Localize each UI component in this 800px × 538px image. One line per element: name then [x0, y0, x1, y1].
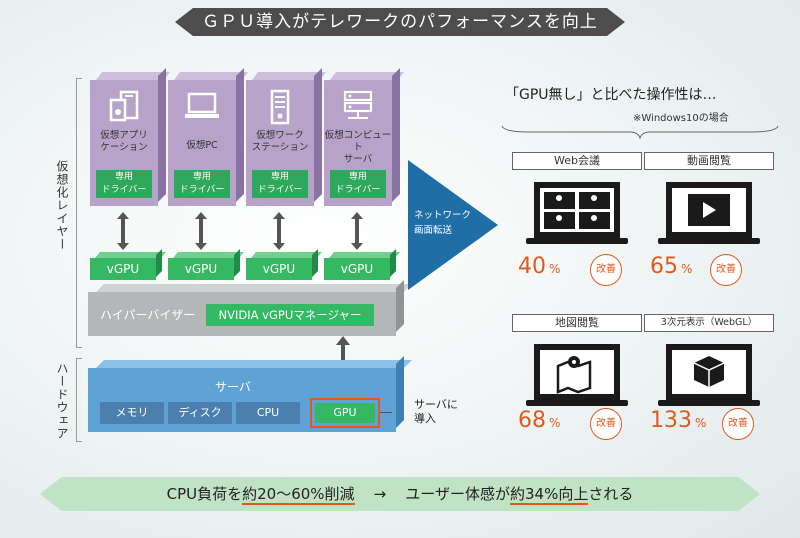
disk-box: ディスク [168, 402, 232, 424]
vgpu-block: vGPU [246, 249, 323, 280]
server-label: サーバ [215, 380, 251, 394]
vgpu-manager: NVIDIA vGPUマネージャー [206, 304, 374, 326]
improvement-value: 133% [650, 408, 707, 433]
improvement-value: 40% [518, 254, 561, 279]
dedicated-driver: 専用ドライバー [96, 170, 152, 198]
memory-box: メモリ [100, 402, 164, 424]
dedicated-driver: 専用ドライバー [330, 170, 386, 198]
improved-badge: 改善 [590, 254, 622, 286]
virtual-layer-label: 仮想化レイヤー [55, 160, 69, 251]
dedicated-driver: 専用ドライバー [252, 170, 308, 198]
network-label: ネットワーク画面転送 [414, 210, 472, 236]
tower-icon [246, 88, 314, 130]
laptop-icon [168, 88, 236, 126]
improved-badge: 改善 [710, 254, 742, 286]
cpu-box: CPU [236, 402, 300, 424]
map-icon [526, 344, 628, 406]
hardware-label: ハードウェア [55, 362, 69, 440]
gpu-note: サーバに導入 [414, 398, 458, 425]
improved-badge: 改善 [590, 408, 622, 440]
improvement-value: 65% [650, 254, 693, 279]
comparison-brace [501, 125, 779, 140]
video-conference-icon [526, 182, 628, 244]
cpu-load-highlight: 約20～60%削減 [242, 485, 355, 505]
app-icon [90, 88, 158, 128]
gpu-box: GPU [315, 403, 375, 423]
gpu-highlight [310, 398, 380, 428]
server-icon [324, 88, 392, 128]
vm-compute-server: 仮想コンピュートサーバ 専用ドライバー [324, 68, 405, 206]
vgpu-block: vGPU [168, 249, 245, 280]
user-experience-highlight: 約34%向上 [510, 485, 589, 505]
comparison-note: ※Windows10の場合 [633, 113, 729, 124]
hardware-bracket [76, 358, 77, 442]
dedicated-driver: 専用ドライバー [174, 170, 230, 198]
vm-app: 仮想アプリケーション 専用ドライバー [90, 68, 171, 206]
cube-icon [658, 344, 760, 406]
page-title: ＧＰＵ導入がテレワークのパフォーマンスを向上 [175, 8, 625, 36]
video-play-icon [658, 182, 760, 244]
double-arrow [117, 212, 129, 250]
vm-pc: 仮想PC 専用ドライバー [168, 68, 249, 206]
summary-banner: CPU負荷を約20～60%削減 → ユーザー体感が約34%向上される [40, 477, 760, 511]
double-arrow [273, 212, 285, 250]
comparison-heading: 「GPU無し」と比べた操作性は… [505, 87, 717, 103]
hypervisor-layer: ハイパーバイザー NVIDIA vGPUマネージャー [88, 280, 412, 336]
double-arrow [351, 212, 363, 250]
arrow-icon: → [373, 485, 387, 503]
double-arrow [195, 212, 207, 250]
hypervisor-label: ハイパーバイザー [100, 308, 196, 322]
network-arrow [408, 160, 498, 290]
vgpu-block: vGPU [324, 249, 401, 280]
virtual-layer-bracket [76, 78, 77, 348]
improved-badge: 改善 [722, 408, 754, 440]
vm-workstation: 仮想ワークステーション 専用ドライバー [246, 68, 327, 206]
vgpu-block: vGPU [90, 249, 167, 280]
improvement-value: 68% [518, 408, 561, 433]
